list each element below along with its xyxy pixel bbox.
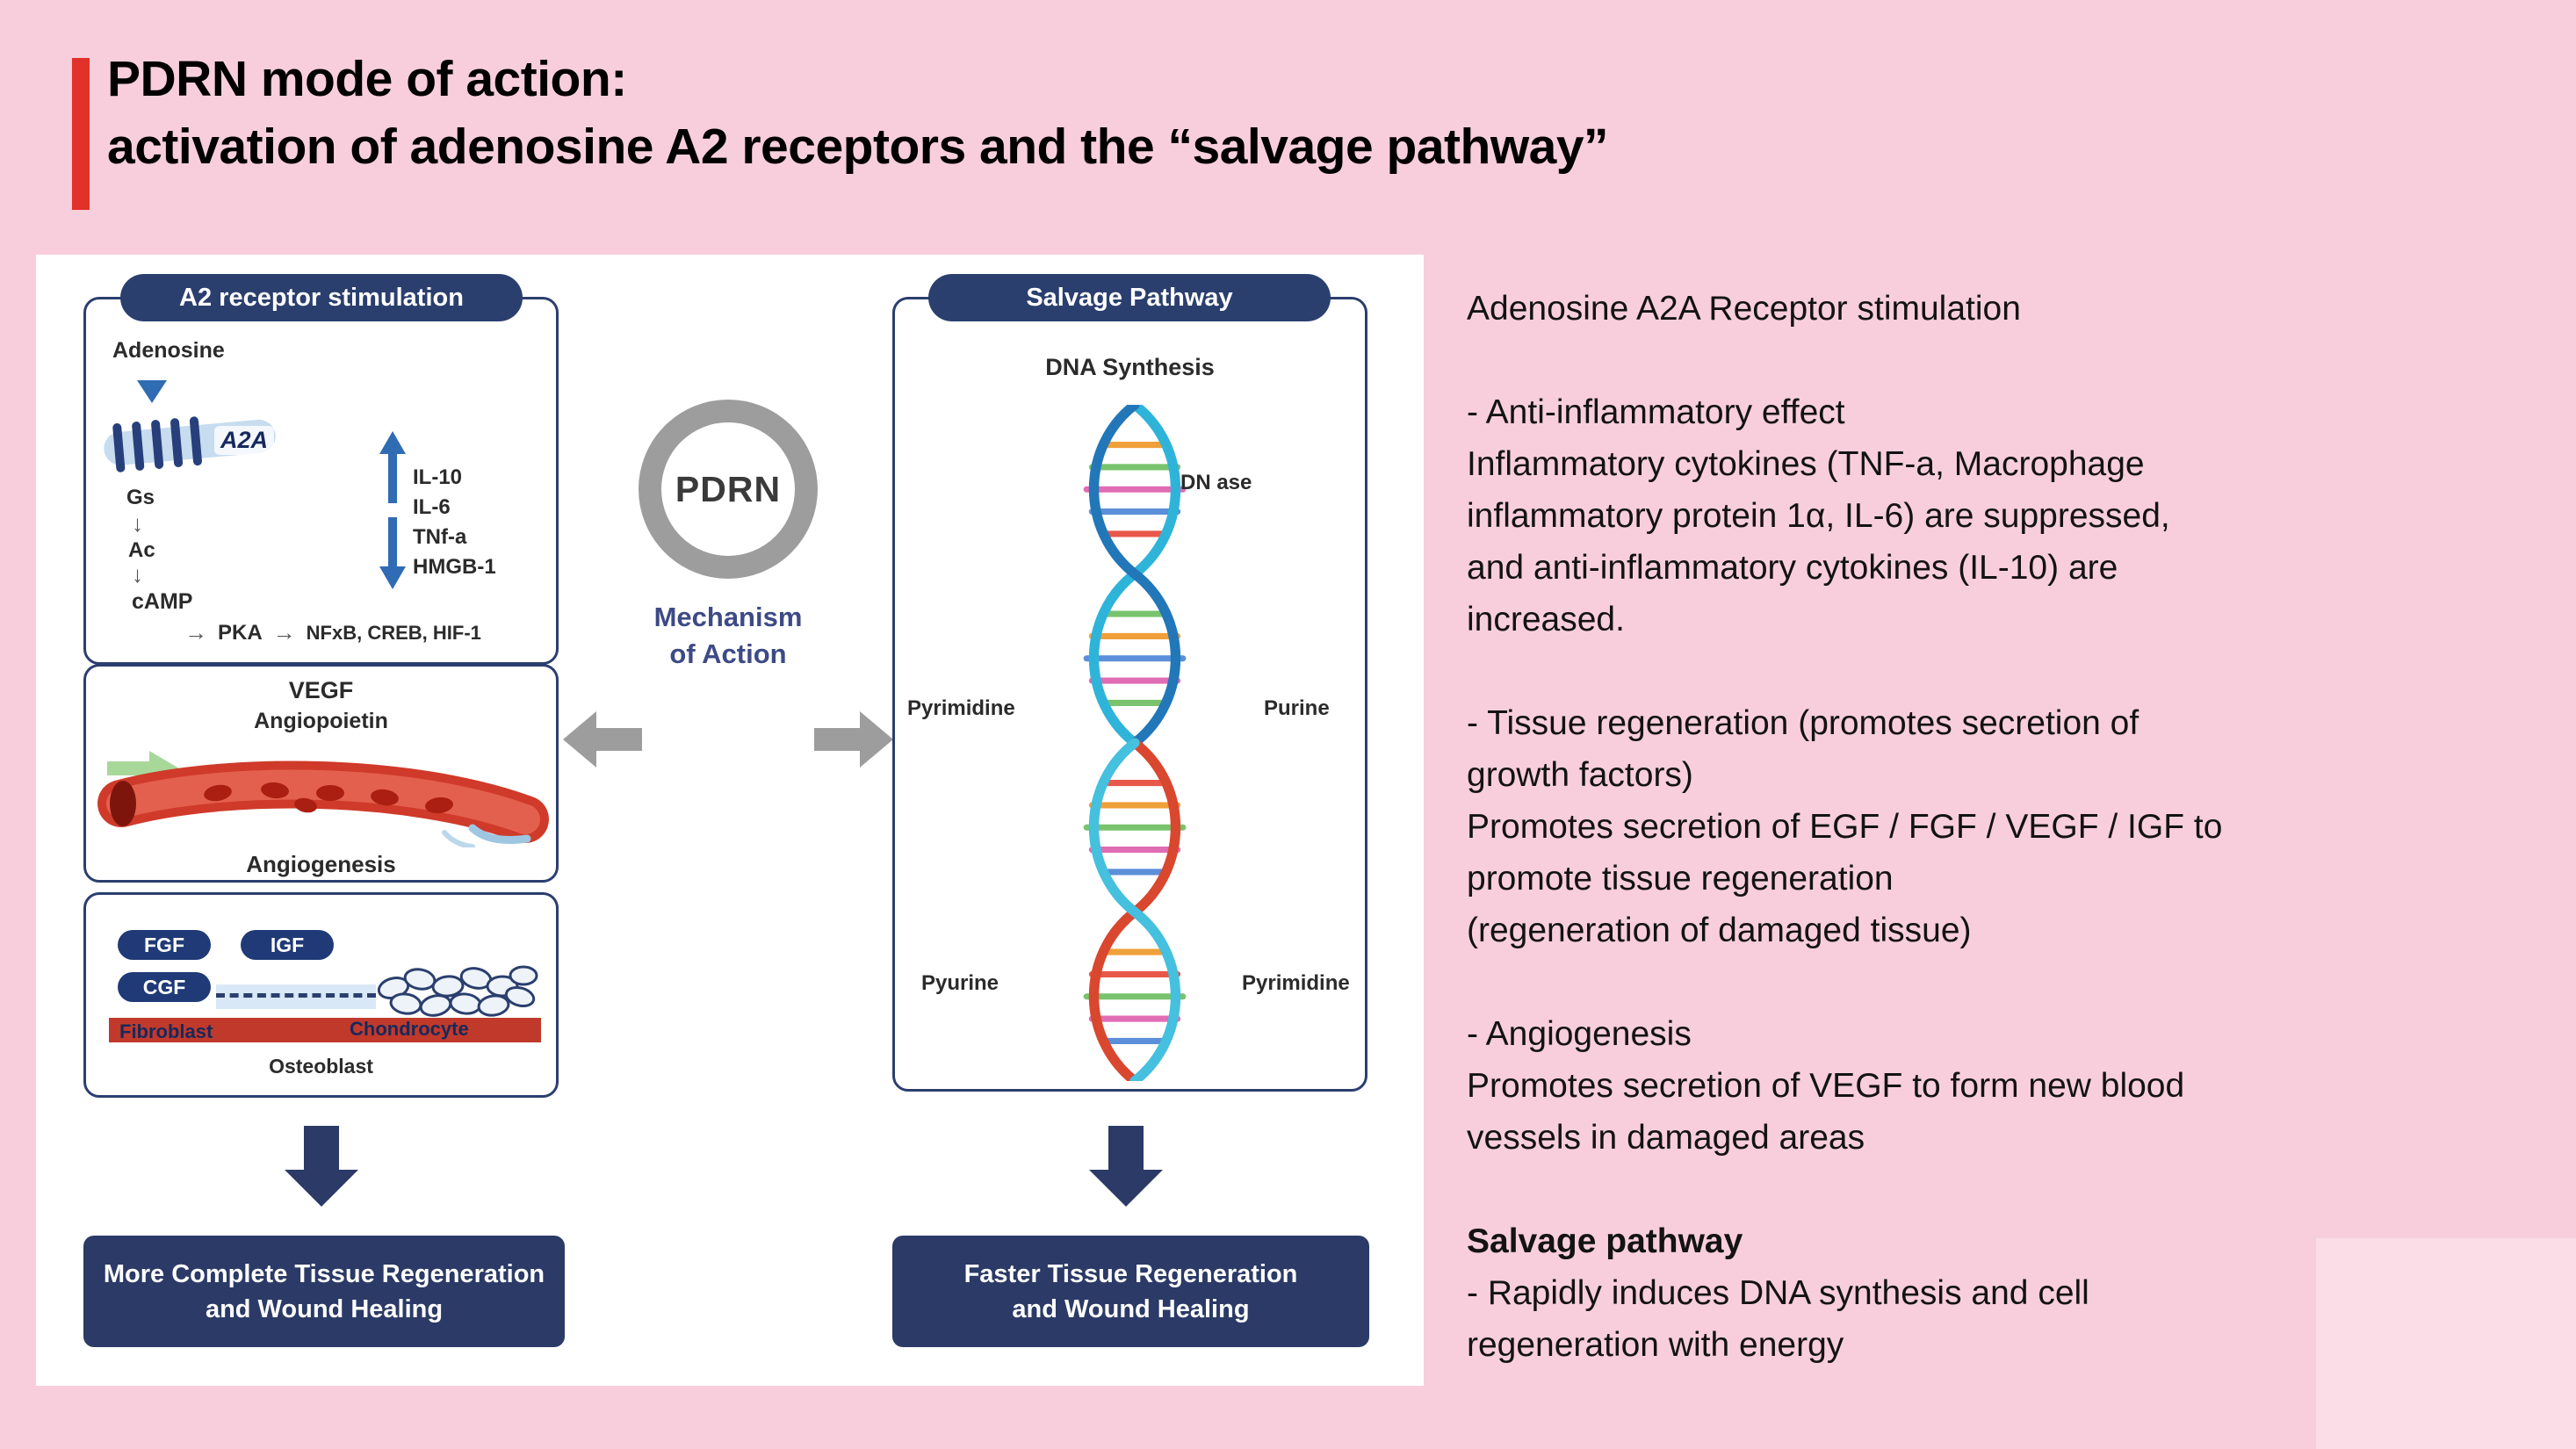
right-block-arrow-icon	[814, 711, 893, 768]
matrix-dashes-icon	[216, 984, 376, 1009]
fgf-pill: FGF	[118, 930, 211, 960]
pka-label: PKA	[218, 620, 263, 645]
pyrimidine-right-label: Pyrimidine	[1242, 971, 1350, 995]
adenosine-label: Adenosine	[112, 338, 225, 363]
page-title-line1: PDRN mode of action:	[107, 51, 627, 107]
igf-pill: IGF	[241, 930, 334, 960]
cytokine-il6: IL-6	[413, 495, 451, 519]
dna-helix-icon	[1083, 405, 1187, 1081]
desc-salvage-body: - Rapidly induces DNA synthesis and cell…	[1467, 1274, 2089, 1364]
down-flow-arrow: ↓	[132, 561, 143, 588]
pdrn-ring: PDRN	[639, 400, 818, 579]
angiogenesis-box: VEGF Angiopoietin Angiogenesis	[83, 664, 559, 883]
dnase-label: DN ase	[1180, 471, 1252, 494]
salvage-outcome-box: Faster Tissue Regeneration and Wound Hea…	[892, 1236, 1369, 1347]
a2a-receptor-label: A2A	[214, 426, 275, 455]
camp-label: cAMP	[132, 589, 193, 614]
down-block-arrow-icon	[1089, 1126, 1163, 1207]
cgf-pill: CGF	[118, 972, 211, 1002]
pyurine-label: Pyurine	[921, 971, 999, 995]
chondrocyte-cells-icon	[377, 965, 538, 1017]
fibroblast-label: Fibroblast	[119, 1020, 213, 1042]
angiopoietin-label: Angiopoietin	[254, 709, 388, 733]
adenosine-down-triangle-icon	[137, 380, 167, 403]
cytokine-il10: IL-10	[413, 465, 463, 489]
pdrn-label: PDRN	[675, 468, 782, 509]
gs-label: Gs	[126, 486, 155, 509]
down-block-arrow-icon	[285, 1126, 358, 1207]
mechanism-of-action-label: Mechanism of Action	[653, 602, 803, 669]
title-accent-bar	[72, 58, 90, 210]
transcription-targets-label: NFxB, CREB, HIF-1	[306, 621, 481, 644]
desc-a2a-title: Adenosine A2A Receptor stimulation	[1467, 290, 2021, 328]
pyrimidine-left-label: Pyrimidine	[907, 696, 1015, 720]
desc-anti-inflammatory: - Anti-inflammatory effect Inflammatory …	[1467, 393, 2170, 638]
angiogenesis-label: Angiogenesis	[246, 851, 396, 877]
salvage-header-label: Salvage Pathway	[1026, 283, 1233, 312]
page-title-line2: activation of adenosine A2 receptors and…	[107, 119, 1609, 175]
page-title: PDRN mode of action: activation of adeno…	[107, 46, 1609, 181]
vegf-label: VEGF	[288, 677, 354, 703]
a2-receptor-box: Adenosine A2A Gs ↓ Ac ↓ cAMP → PK	[83, 297, 559, 665]
dna-synthesis-label: DNA Synthesis	[1045, 354, 1215, 380]
chondrocyte-label: Chondrocyte	[350, 1018, 469, 1040]
growth-factor-box: FGF IGF CGF Fib	[83, 892, 559, 1098]
desc-salvage-title: Salvage pathway	[1467, 1222, 1743, 1260]
a2-outcome-box: More Complete Tissue Regeneration and Wo…	[83, 1236, 565, 1347]
salvage-header-badge: Salvage Pathway	[928, 274, 1331, 321]
desc-angiogenesis: - Angiogenesis Promotes secretion of VEG…	[1467, 1015, 2185, 1157]
cytokine-tnfa: TNf-a	[413, 525, 467, 549]
diagram-panel: A2 receptor stimulation Adenosine A2A Gs…	[36, 255, 1424, 1386]
a2-header-badge: A2 receptor stimulation	[120, 274, 523, 321]
down-flow-arrow: ↓	[132, 510, 143, 537]
pka-row: → PKA → NFxB, CREB, HIF-1	[184, 619, 481, 646]
cytokine-list: IL-10 IL-6 TNf-a HMGB-1	[413, 463, 496, 582]
ac-label: Ac	[128, 538, 155, 562]
bone-layer-icon	[109, 1018, 541, 1042]
desc-tissue-regeneration: - Tissue regeneration (promotes secretio…	[1467, 704, 2223, 949]
purine-label: Purine	[1264, 696, 1330, 720]
osteoblast-label: Osteoblast	[269, 1055, 373, 1078]
blood-vessel-icon	[97, 751, 549, 847]
right-flow-arrow: →	[184, 619, 207, 645]
a2-header-label: A2 receptor stimulation	[179, 283, 464, 312]
salvage-pathway-box: DNA Synthesis	[892, 297, 1367, 1092]
corner-watermark	[2316, 1238, 2576, 1449]
left-block-arrow-icon	[563, 711, 642, 768]
cytokine-up-down-arrows-icon	[379, 431, 406, 589]
cytokine-hmgb1: HMGB-1	[413, 555, 496, 579]
right-flow-arrow: →	[272, 619, 296, 645]
description-text: Adenosine A2A Receptor stimulation - Ant…	[1467, 283, 2534, 1371]
